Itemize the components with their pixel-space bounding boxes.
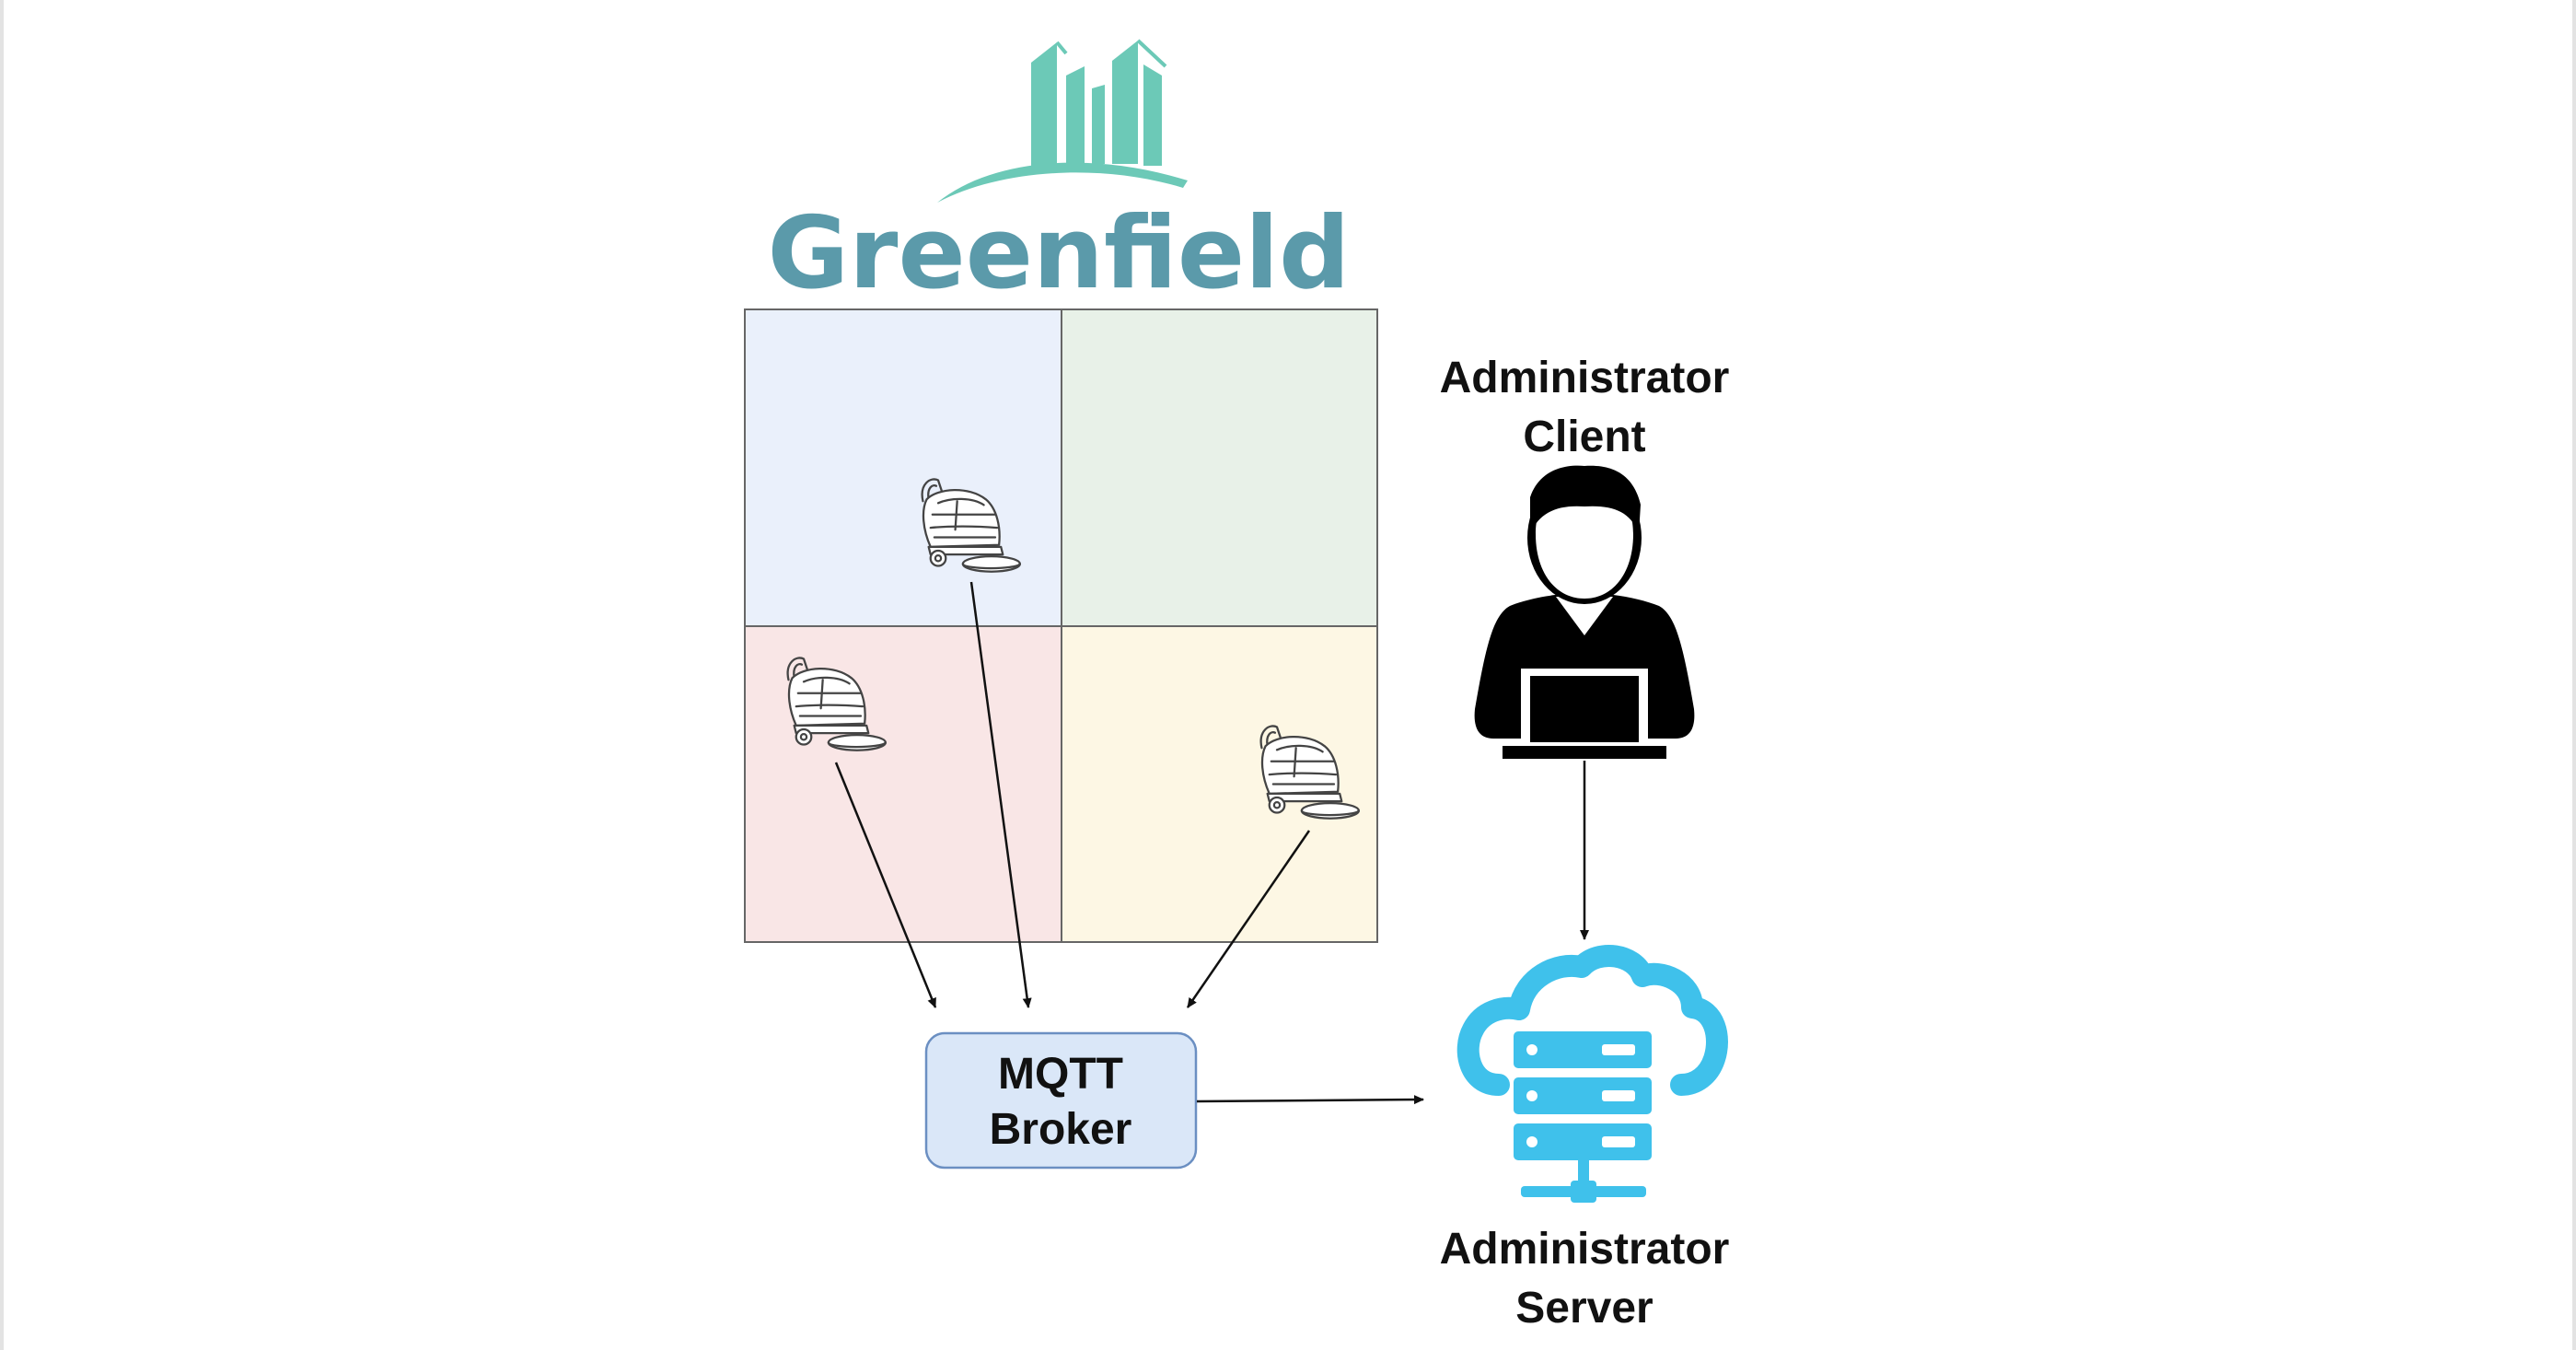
district-1	[744, 308, 1062, 627]
admin-server-label-line1: Administrator	[1440, 1225, 1730, 1274]
broker-label-line2: Broker	[990, 1105, 1132, 1154]
robot-to-broker-arrows	[834, 581, 1311, 1008]
arrow	[834, 762, 937, 1008]
arrow	[1186, 830, 1311, 1008]
administrator-server: Administrator Server	[1440, 944, 1730, 1333]
district-grid	[744, 308, 1378, 943]
greenfield-logo: Greenfield	[768, 39, 1351, 311]
user-with-laptop-icon	[1474, 465, 1695, 759]
admin-client-label-line2: Client	[1523, 413, 1645, 461]
cloud-server-icon	[1456, 944, 1728, 1203]
city-skyline-logo-icon	[937, 39, 1188, 203]
mqtt-broker-box: MQTT Broker	[924, 1031, 1198, 1170]
admin-server-label-line2: Server	[1515, 1284, 1653, 1333]
broker-to-server-arrow	[1196, 1095, 1424, 1105]
broker-label-line1: MQTT	[998, 1050, 1123, 1099]
district-2	[1061, 308, 1378, 627]
right-frame-border	[2572, 0, 2576, 1350]
arrow	[969, 581, 1032, 1008]
logo-text: Greenfield	[768, 196, 1351, 311]
admin-client-label-line1: Administrator	[1440, 354, 1730, 402]
left-frame-border	[0, 0, 4, 1350]
administrator-client: Administrator Client	[1440, 354, 1730, 759]
